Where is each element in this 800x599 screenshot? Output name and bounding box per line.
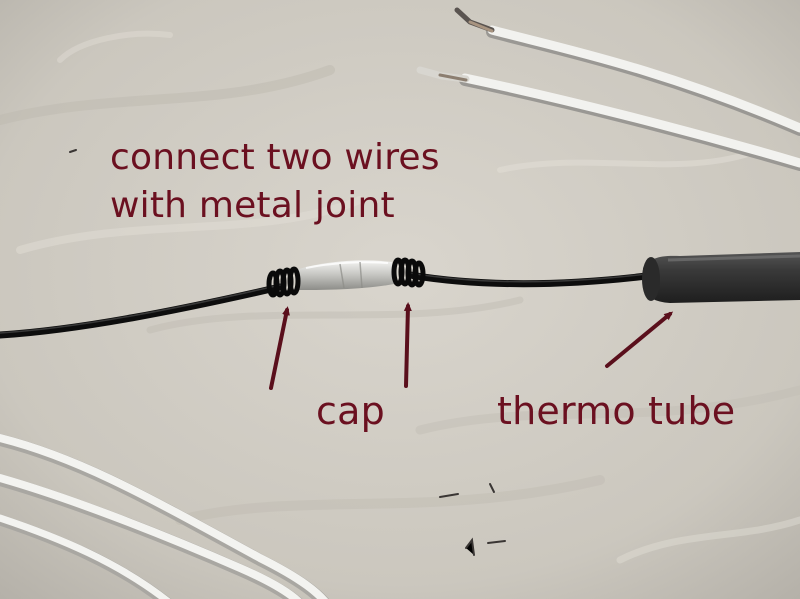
left-cap-coil <box>266 266 301 298</box>
caption-metal-joint: connect two wires with metal joint <box>110 134 440 230</box>
caption-thermo-tube: thermo tube <box>497 389 736 433</box>
arrow-thermo-tube <box>605 311 674 368</box>
black-wire <box>0 271 659 339</box>
stripped-wire-ends <box>416 7 495 83</box>
fabric-wrinkles <box>0 30 800 564</box>
white-wires-bottom <box>0 434 329 599</box>
caption-joint-line-2: with metal joint <box>110 185 395 226</box>
arrow-left-cap <box>269 306 290 390</box>
right-cap-coil <box>391 257 426 288</box>
white-wires-top <box>459 25 800 171</box>
debris <box>69 149 506 556</box>
arrow-right-cap <box>403 302 412 388</box>
heat-shrink-tube <box>642 252 800 303</box>
annotation-arrows <box>269 302 674 390</box>
metal-joint <box>296 260 394 290</box>
caption-cap: cap <box>316 389 385 433</box>
caption-joint-line-1: connect two wires <box>110 137 440 178</box>
